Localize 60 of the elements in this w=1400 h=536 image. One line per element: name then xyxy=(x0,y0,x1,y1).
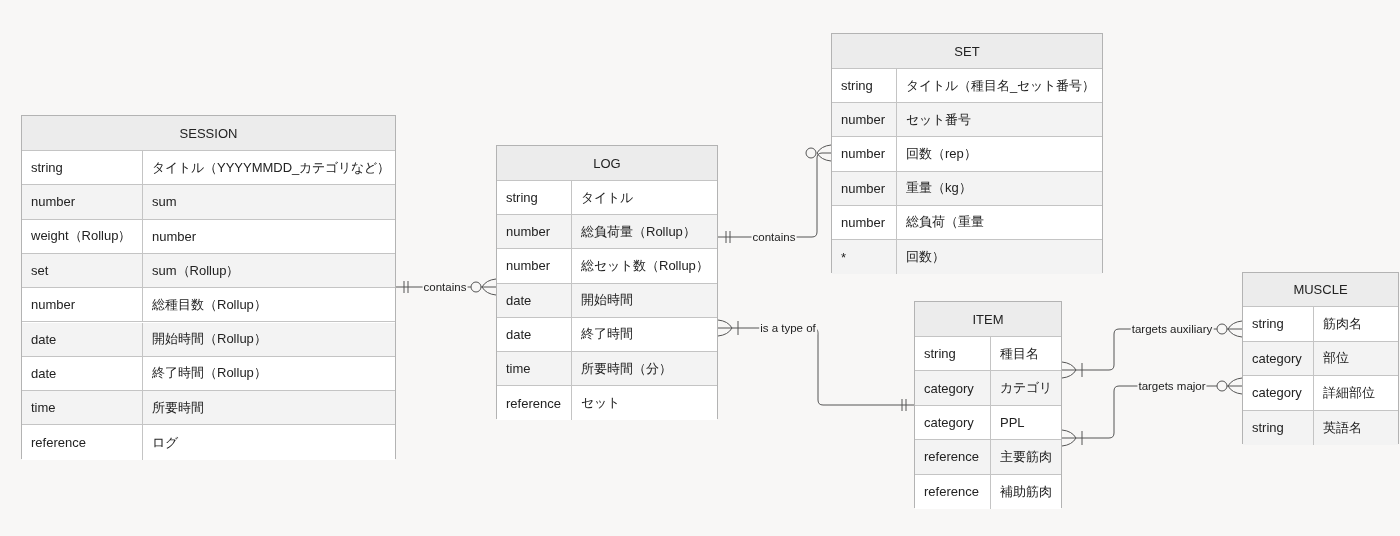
entity-header: ITEM xyxy=(915,302,1061,337)
attribute-name-cell: カテゴリ xyxy=(991,371,1061,406)
attribute-type-cell: * xyxy=(832,240,897,275)
entity-header: SET xyxy=(832,34,1102,69)
attribute-name-cell: sum xyxy=(143,185,395,220)
attribute-name-cell: 部位 xyxy=(1314,341,1398,376)
attribute-type-cell: date xyxy=(22,356,143,392)
edge-label: is a type of xyxy=(759,321,817,335)
attribute-type-cell: string xyxy=(915,337,991,372)
edge-label: contains xyxy=(751,230,797,244)
attribute-type-cell: number xyxy=(497,215,572,250)
attribute-type-cell: weight（Rollup） xyxy=(22,219,143,254)
attribute-type-cell: string xyxy=(1243,307,1314,342)
edge-label: targets major xyxy=(1137,379,1207,393)
attribute-type-cell: number xyxy=(832,171,897,206)
attribute-type-cell: string xyxy=(1243,410,1314,445)
attribute-type-cell: date xyxy=(497,283,572,318)
attribute-type-cell: reference xyxy=(915,440,991,475)
attribute-name-cell: 所要時間（分） xyxy=(572,352,717,387)
attribute-type-cell: category xyxy=(1243,341,1314,376)
attribute-type-cell: number xyxy=(832,103,897,138)
entity-table xyxy=(1242,272,1399,444)
attribute-name-cell: 主要筋肉 xyxy=(991,440,1061,475)
edge-label: contains xyxy=(422,280,468,294)
attribute-type-cell: string xyxy=(832,69,897,104)
entity-header: SESSION xyxy=(22,116,395,151)
attribute-type-cell: string xyxy=(497,181,572,216)
attribute-type-cell: number xyxy=(497,249,572,284)
entity-header: LOG xyxy=(497,146,717,181)
attribute-name-cell: 開始時間（Rollup） xyxy=(143,322,395,357)
entity-table xyxy=(21,115,396,459)
attribute-type-cell: string xyxy=(22,151,143,186)
attribute-type-cell: category xyxy=(915,405,991,441)
entity-header: MUSCLE xyxy=(1243,273,1398,307)
entity-table xyxy=(831,33,1103,274)
attribute-type-cell: reference xyxy=(915,474,991,509)
attribute-name-cell: 所要時間 xyxy=(143,391,395,426)
attribute-name-cell: 重量（kg） xyxy=(897,171,1102,206)
attribute-type-cell: reference xyxy=(497,386,572,421)
attribute-type-cell: number xyxy=(22,288,143,323)
attribute-type-cell: number xyxy=(832,205,897,240)
attribute-name-cell: 回数） xyxy=(897,240,1102,275)
entity-table xyxy=(496,145,718,420)
attribute-name-cell: セット番号 xyxy=(897,103,1102,138)
attribute-type-cell: time xyxy=(497,352,572,387)
attribute-name-cell: sum（Rollup） xyxy=(143,253,395,289)
attribute-name-cell: 英語名 xyxy=(1314,410,1398,445)
attribute-type-cell: category xyxy=(915,371,991,406)
attribute-type-cell: set xyxy=(22,253,143,289)
entity-table xyxy=(914,301,1062,508)
attribute-type-cell: number xyxy=(832,137,897,172)
edge-label: targets auxiliary xyxy=(1130,322,1214,336)
attribute-type-cell: date xyxy=(497,317,572,352)
attribute-type-cell: date xyxy=(22,322,143,357)
attribute-type-cell: category xyxy=(1243,376,1314,411)
attribute-type-cell: number xyxy=(22,185,143,220)
attribute-name-cell: 開始時間 xyxy=(572,283,717,318)
attribute-name-cell: 総負荷量（Rollup） xyxy=(572,215,717,250)
attribute-type-cell: reference xyxy=(22,425,143,460)
attribute-type-cell: time xyxy=(22,391,143,426)
